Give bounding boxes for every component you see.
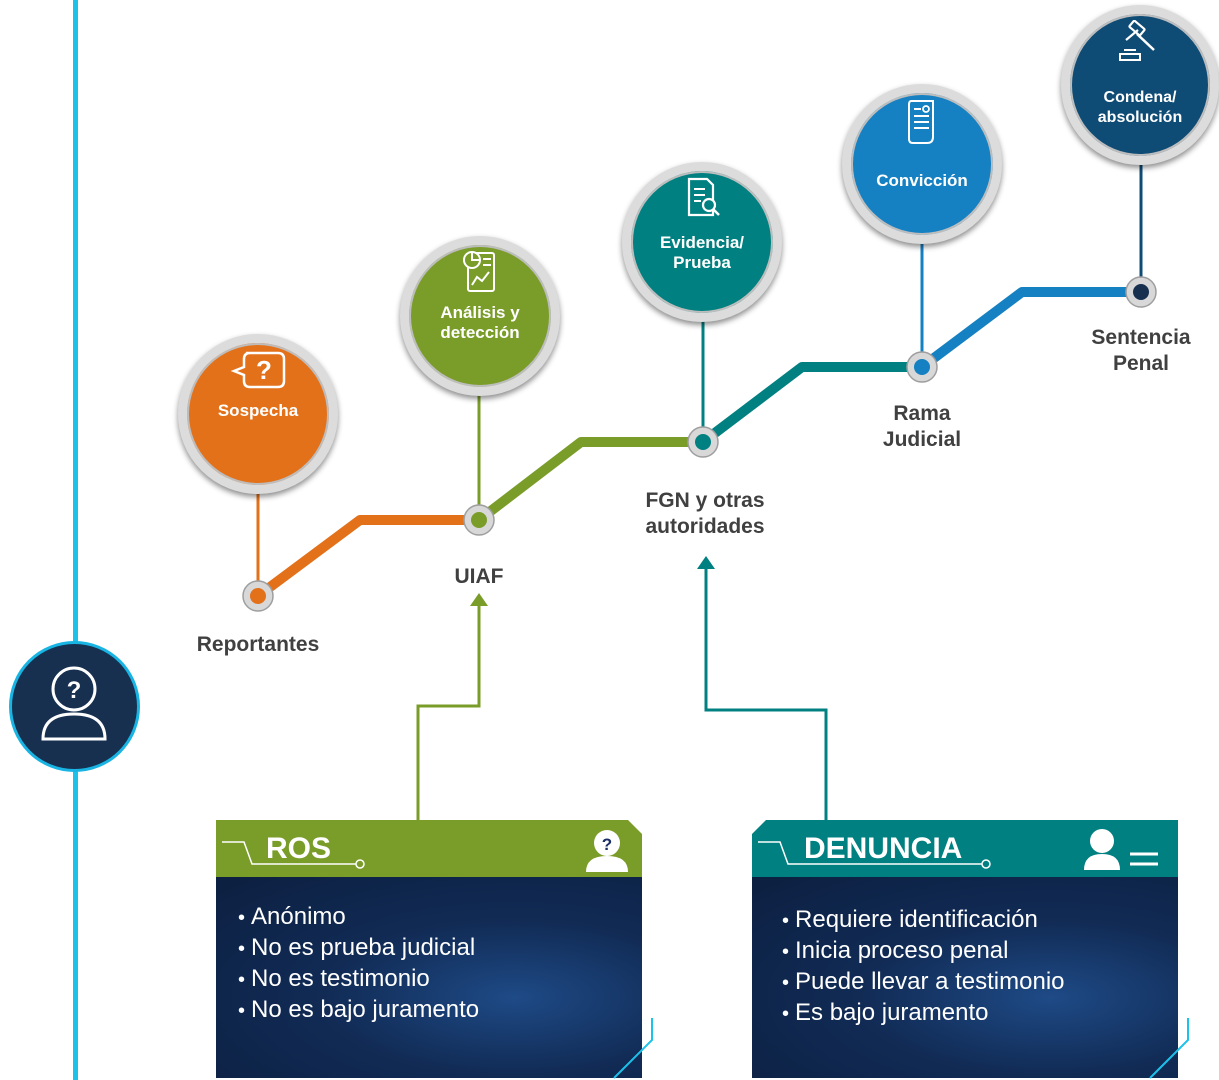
svg-text:?: ?: [67, 677, 82, 704]
side-vertical-line: [73, 0, 78, 1080]
node-label-uiaf: UIAF: [454, 565, 504, 588]
denuncia-header: [752, 820, 1178, 877]
stage-analisis: Análisis y detección: [400, 236, 560, 396]
denuncia-corner-accent: [1149, 1018, 1189, 1079]
stage-evidencia: Evidencia/ Prueba: [622, 162, 782, 322]
node-sentencia: [1125, 276, 1157, 308]
timeline-segment-2: [475, 437, 703, 524]
gavel-icon: [1119, 20, 1155, 61]
svg-text:?: ?: [602, 835, 612, 854]
stage-label-evidencia: Evidencia/ Prueba: [659, 233, 745, 272]
anonymous-person-icon: ?: [9, 641, 140, 772]
denuncia-title: DENUNCIA: [804, 832, 963, 865]
ros-item: No es testimonio: [238, 964, 479, 995]
ros-item: No es bajo juramento: [238, 995, 479, 1026]
ros-panel: ROS ? Anónimo No es prueba judicial No e…: [216, 820, 656, 1080]
ros-body: Anónimo No es prueba judicial No es test…: [216, 877, 642, 1078]
denuncia-panel: DENUNCIA Requiere identificación Inicia …: [752, 820, 1192, 1080]
node-label-fgn: FGN y otras autoridades: [645, 489, 765, 538]
denuncia-list: Requiere identificación Inicia proceso p…: [782, 905, 1065, 1029]
node-rama: [906, 351, 938, 383]
ros-item: Anónimo: [238, 902, 479, 933]
node-label-reportantes: Reportantes: [196, 633, 320, 656]
node-uiaf: [463, 504, 495, 536]
denuncia-item: Es bajo juramento: [782, 998, 1065, 1029]
node-fgn: [687, 426, 719, 458]
node-label-rama: Rama Judicial: [882, 402, 962, 451]
ros-corner-accent: [613, 1018, 653, 1079]
denuncia-item: Requiere identificación: [782, 905, 1065, 936]
denuncia-connector: [704, 565, 828, 822]
stage-label-analisis: Análisis y detección: [440, 303, 520, 342]
ros-arrowhead: [470, 593, 488, 606]
stage-conviccion: Convicción: [842, 84, 1002, 244]
ros-list: Anónimo No es prueba judicial No es test…: [238, 902, 479, 1026]
ros-connector: [416, 602, 481, 822]
document-search-icon: [687, 177, 720, 217]
denuncia-arrowhead: [697, 556, 715, 569]
ros-item: No es prueba judicial: [238, 933, 479, 964]
stage-condena: Condena/ absolución: [1061, 5, 1219, 165]
denuncia-body: Requiere identificación Inicia proceso p…: [752, 877, 1178, 1078]
ros-header: [216, 820, 642, 877]
scroll-document-icon: [908, 100, 934, 144]
denuncia-item: Inicia proceso penal: [782, 936, 1065, 967]
node-reportantes: [242, 580, 274, 612]
stage-label-condena: Condena/ absolución: [1097, 89, 1183, 126]
identified-user-icon: [1084, 829, 1158, 870]
timeline-segment-4: [919, 287, 1141, 371]
speech-question-icon: ?: [230, 351, 286, 389]
stage-sospecha: ? Sospecha: [178, 334, 338, 494]
anonymous-user-icon: ?: [586, 830, 628, 872]
stage-label-conviccion: Convicción: [876, 171, 968, 190]
denuncia-item: Puede llevar a testimonio: [782, 967, 1064, 998]
analysis-report-icon: [463, 251, 495, 292]
timeline-segment-3: [699, 362, 922, 446]
stage-label-sospecha: Sospecha: [217, 401, 299, 420]
ros-title: ROS: [266, 832, 332, 865]
node-label-sentencia: Sentencia Penal: [1091, 326, 1191, 375]
timeline-segment-1: [255, 515, 479, 601]
svg-text:?: ?: [256, 355, 272, 385]
